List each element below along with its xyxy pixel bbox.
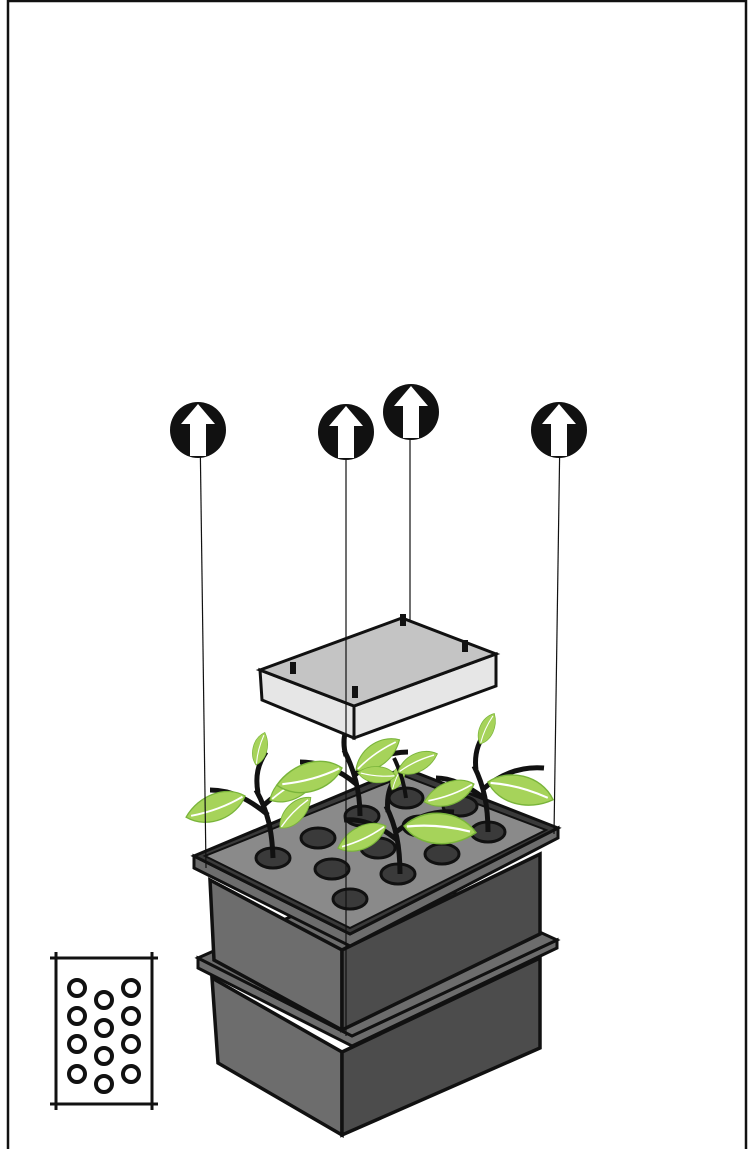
up-arrow-icon [170,402,226,458]
up-arrow-icon [531,402,587,458]
up-arrow-icon [318,404,374,460]
up-arrow-icon [383,384,439,440]
